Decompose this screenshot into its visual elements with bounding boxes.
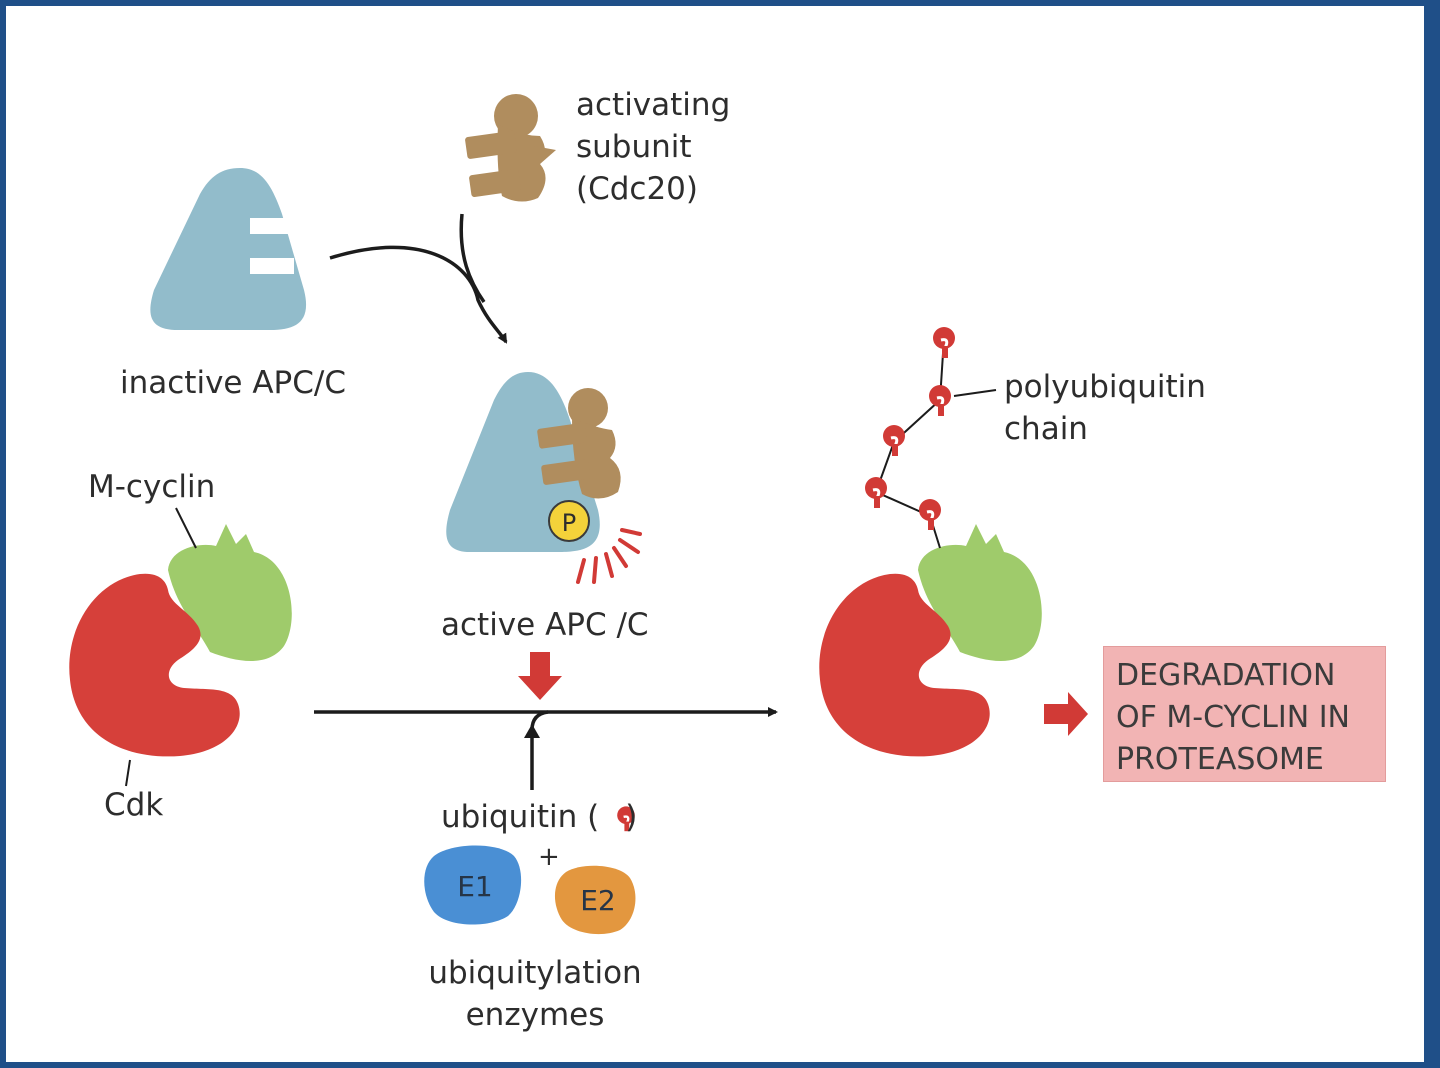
main-reaction-arrow xyxy=(314,707,778,790)
active-apc-label: active APC /C xyxy=(441,607,649,643)
inactive-apc-shape xyxy=(150,168,307,330)
degradation-line-3: PROTEASOME xyxy=(1116,742,1324,777)
polyubiquitin-leader xyxy=(953,389,997,397)
cdk-leader xyxy=(125,759,131,787)
cdk-label: Cdk xyxy=(104,787,164,823)
e1-enzyme: E1 xyxy=(424,845,522,925)
plus-sign: + xyxy=(538,842,560,872)
m-cyclin-leader xyxy=(175,507,197,549)
red-right-arrow xyxy=(1044,692,1088,736)
polyubiquitin-chain xyxy=(865,327,955,549)
activating-subunit-label: activating subunit (Cdc20) xyxy=(576,87,731,207)
ubiquitylation-enzymes-label: ubiquitylation enzymes xyxy=(428,955,642,1033)
activity-burst xyxy=(576,528,642,584)
activation-arrow xyxy=(329,213,508,344)
cdc20-subunit-shape xyxy=(465,94,556,202)
cdk-right-shape xyxy=(819,573,990,757)
cyclin-left-shape xyxy=(168,524,292,661)
cyclin-right-shape xyxy=(918,524,1042,661)
svg-text:E1: E1 xyxy=(457,870,493,903)
phosphate-badge: P xyxy=(548,500,590,542)
inactive-apc-label: inactive APC/C xyxy=(120,365,346,401)
polyubiquitin-label: polyubiquitin chain xyxy=(1004,369,1206,447)
cdk-left-shape xyxy=(69,573,240,757)
red-down-arrow xyxy=(518,652,562,700)
degradation-box: DEGRADATION OF M-CYCLIN IN PROTEASOME xyxy=(1103,646,1386,782)
ubiquitin-label: ubiquitin () xyxy=(441,799,638,835)
active-apc-shape xyxy=(446,372,621,552)
degradation-line-1: DEGRADATION xyxy=(1116,658,1336,693)
degradation-line-2: OF M-CYCLIN IN xyxy=(1116,700,1350,735)
m-cyclin-label: M-cyclin xyxy=(88,469,216,505)
e2-enzyme: E2 xyxy=(554,865,636,935)
svg-text:P: P xyxy=(562,509,576,537)
svg-text:E2: E2 xyxy=(580,884,616,917)
